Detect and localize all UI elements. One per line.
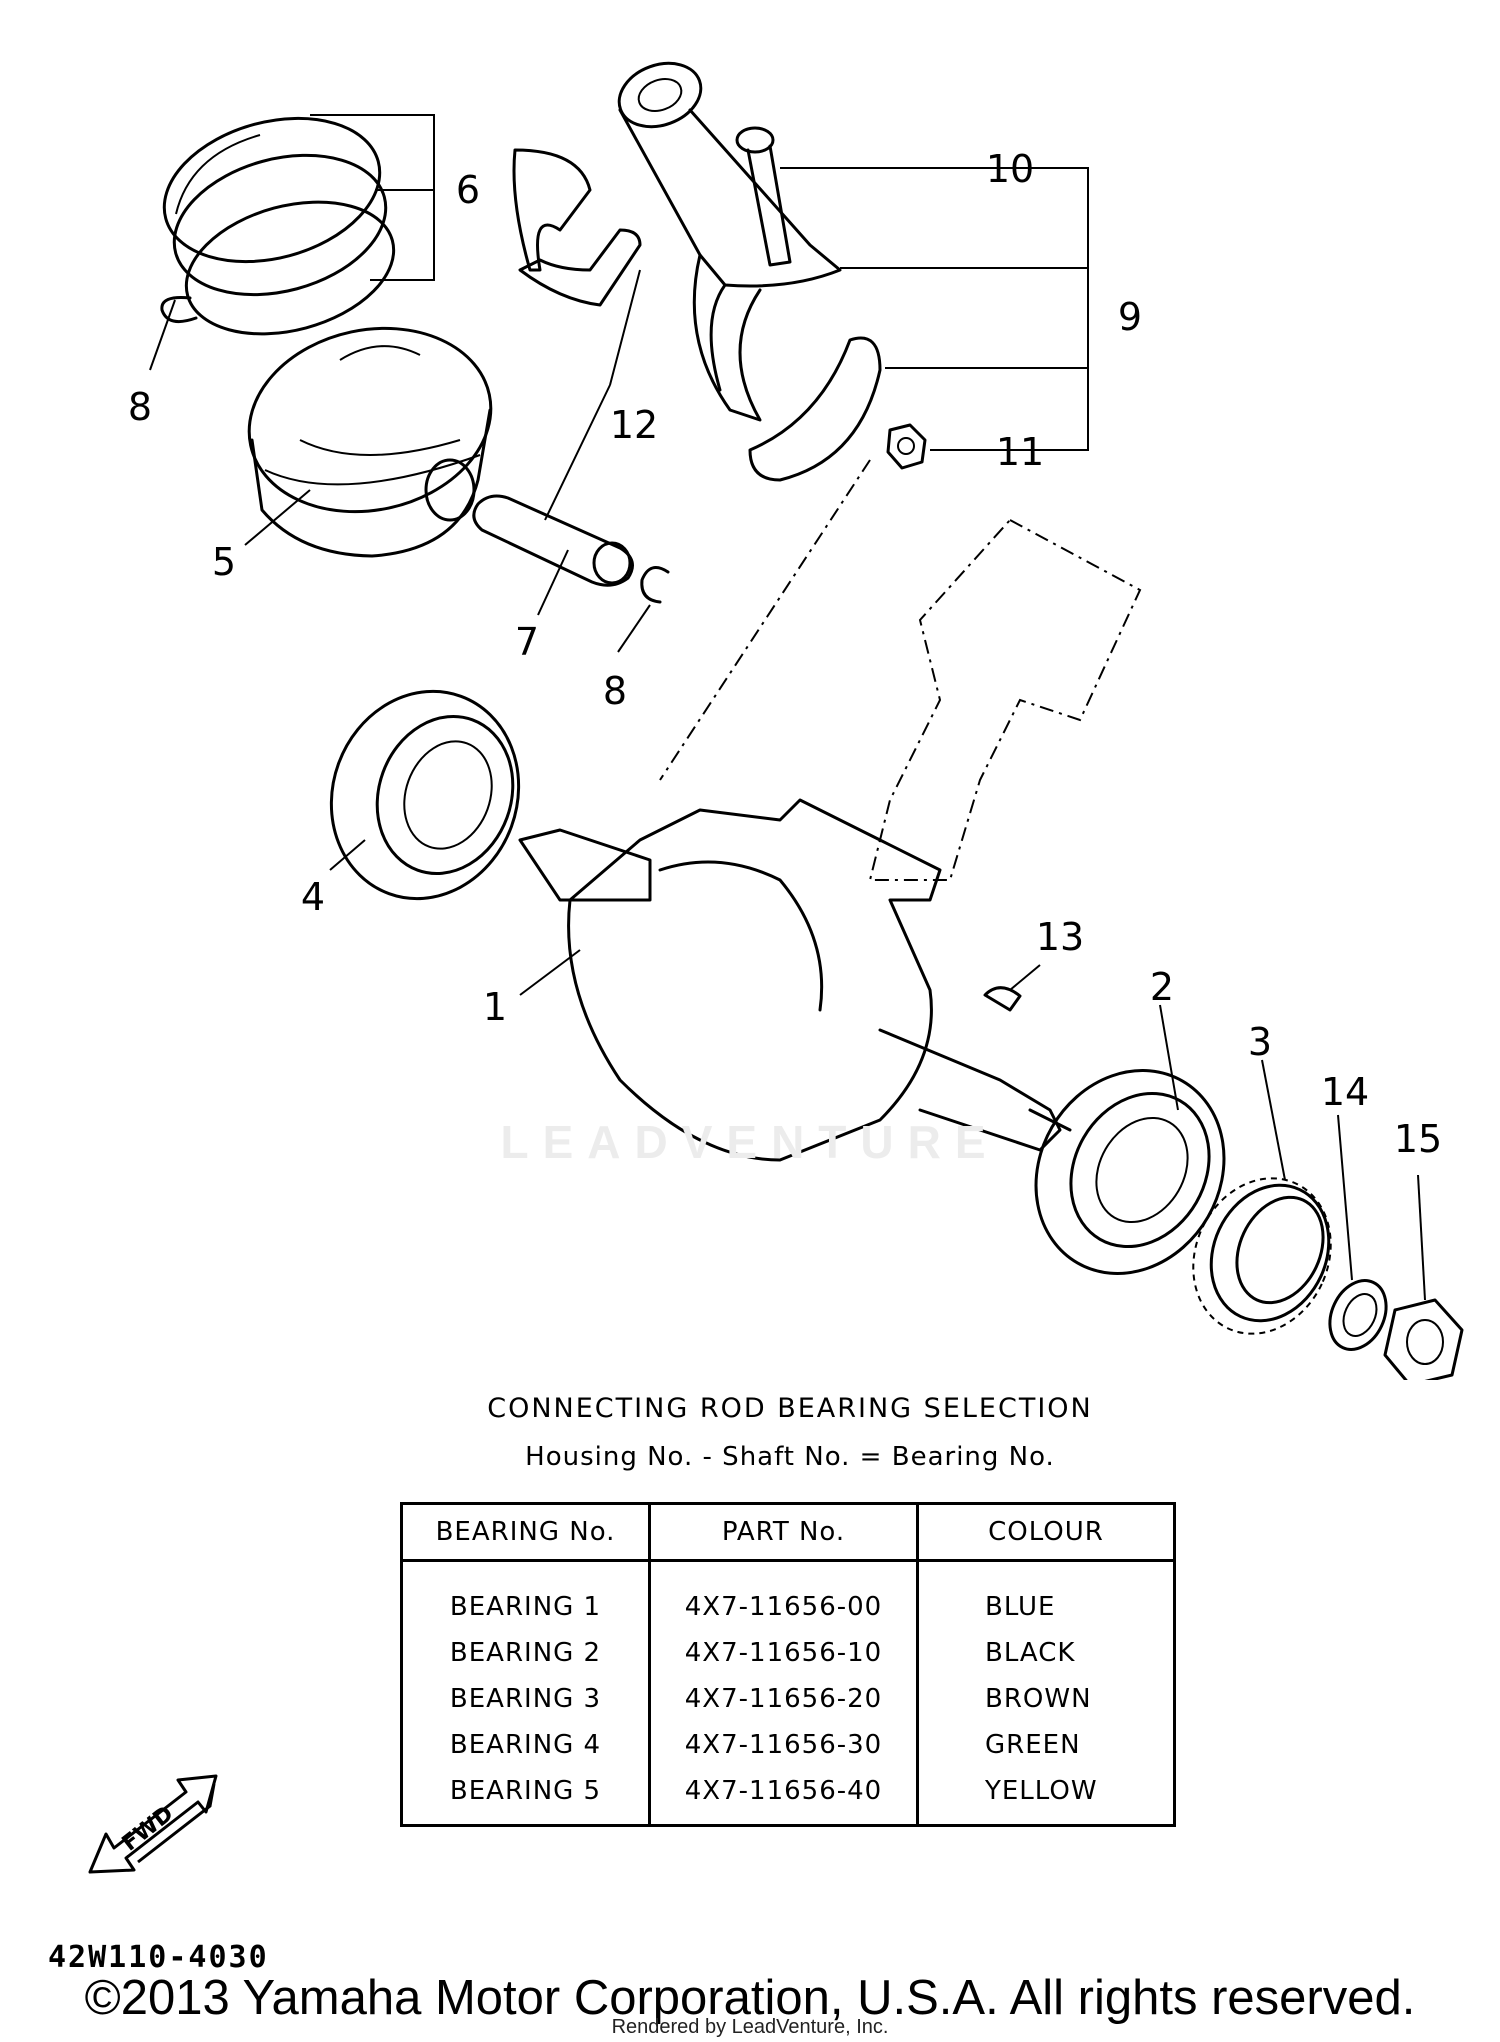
piston-rings xyxy=(162,116,396,336)
callout-9: 9 xyxy=(1118,295,1142,339)
bearing-no-cell: BEARING 2 xyxy=(401,1630,651,1676)
rod-cap xyxy=(748,336,882,482)
callout-1: 1 xyxy=(483,985,507,1029)
copyright-notice: ©2013 Yamaha Motor Corporation, U.S.A. A… xyxy=(84,1971,1416,2025)
rod-outline-ghost xyxy=(868,518,1142,881)
woodruff-key xyxy=(983,986,1022,1012)
part-no-cell: 4X7-11656-10 xyxy=(649,1630,919,1676)
callout-5: 5 xyxy=(212,540,236,584)
callout-6: 6 xyxy=(456,168,480,212)
callout-13: 13 xyxy=(1036,915,1084,959)
callout-8-right: 8 xyxy=(603,669,627,713)
rod-bearing-shells xyxy=(512,148,642,307)
main-bearing-right xyxy=(1034,1069,1226,1275)
bearing-selection-title: CONNECTING ROD BEARING SELECTION xyxy=(487,1393,1093,1424)
crankshaft xyxy=(518,798,1072,1162)
colour-cell: YELLOW xyxy=(985,1776,1098,1806)
callout-2: 2 xyxy=(1150,965,1174,1009)
fwd-label: FWD xyxy=(118,1801,179,1856)
colour-cell: BLACK xyxy=(985,1638,1076,1668)
exploded-parts-diagram: 6 8 5 7 8 12 10 9 11 4 1 13 2 3 14 15 xyxy=(128,61,1464,1380)
rendered-by-credit: Rendered by LeadVenture, Inc. xyxy=(611,2016,889,2038)
bearing-selection-table: BEARING No. PART No. COLOUR BEARING 1 4X… xyxy=(400,1502,1176,1827)
header-bearing-no: BEARING No. xyxy=(401,1503,651,1562)
callout-8-left: 8 xyxy=(128,385,152,429)
leader-lines xyxy=(149,114,1426,1301)
leadventure-watermark: LEADVENTURE xyxy=(500,1116,1000,1168)
table-row: BEARING 5 4X7-11656-40 YELLOW xyxy=(401,1768,1175,1826)
connecting-rod xyxy=(617,61,842,422)
part-no-cell: 4X7-11656-20 xyxy=(649,1676,919,1722)
table-header-row: BEARING No. PART No. COLOUR xyxy=(401,1503,1175,1562)
timing-gear xyxy=(1192,1177,1332,1335)
callout-3: 3 xyxy=(1248,1020,1272,1064)
colour-cell: GREEN xyxy=(985,1730,1081,1760)
bearing-selection-formula: Housing No. - Shaft No. = Bearing No. xyxy=(525,1442,1055,1472)
callout-12: 12 xyxy=(610,403,658,447)
fwd-arrow-icon: FWD xyxy=(88,1774,218,1874)
rod-bolt xyxy=(735,126,792,267)
circlip-right xyxy=(640,566,670,604)
part-no-cell: 4X7-11656-40 xyxy=(649,1768,919,1826)
callout-10: 10 xyxy=(986,147,1034,191)
table-row: BEARING 1 4X7-11656-00 BLUE xyxy=(401,1560,1175,1630)
table-row: BEARING 2 4X7-11656-10 BLACK xyxy=(401,1630,1175,1676)
callout-15: 15 xyxy=(1394,1117,1442,1161)
header-colour: COLOUR xyxy=(917,1503,1175,1562)
callout-14: 14 xyxy=(1321,1070,1369,1114)
part-no-cell: 4X7-11656-30 xyxy=(649,1722,919,1768)
callout-7: 7 xyxy=(515,620,539,664)
piston-pin xyxy=(472,494,634,587)
main-bearing-left xyxy=(329,689,521,901)
colour-cell: BLUE xyxy=(985,1592,1056,1622)
callout-11: 11 xyxy=(996,430,1044,474)
piston xyxy=(247,326,493,558)
diagram-code: 42W110-4030 xyxy=(48,1940,269,1975)
header-part-no: PART No. xyxy=(649,1503,919,1562)
bearing-no-cell: BEARING 3 xyxy=(401,1676,651,1722)
colour-cell: BROWN xyxy=(985,1684,1092,1714)
bearing-no-cell: BEARING 1 xyxy=(401,1560,651,1630)
washer xyxy=(1328,1279,1388,1351)
table-row: BEARING 4 4X7-11656-30 GREEN xyxy=(401,1722,1175,1768)
rod-nut xyxy=(886,423,927,470)
part-no-cell: 4X7-11656-00 xyxy=(649,1560,919,1630)
circlip-left xyxy=(160,296,198,324)
callout-4: 4 xyxy=(301,875,325,919)
bearing-no-cell: BEARING 5 xyxy=(401,1768,651,1826)
table-row: BEARING 3 4X7-11656-20 BROWN xyxy=(401,1676,1175,1722)
flange-nut xyxy=(1383,1298,1464,1380)
bearing-no-cell: BEARING 4 xyxy=(401,1722,651,1768)
